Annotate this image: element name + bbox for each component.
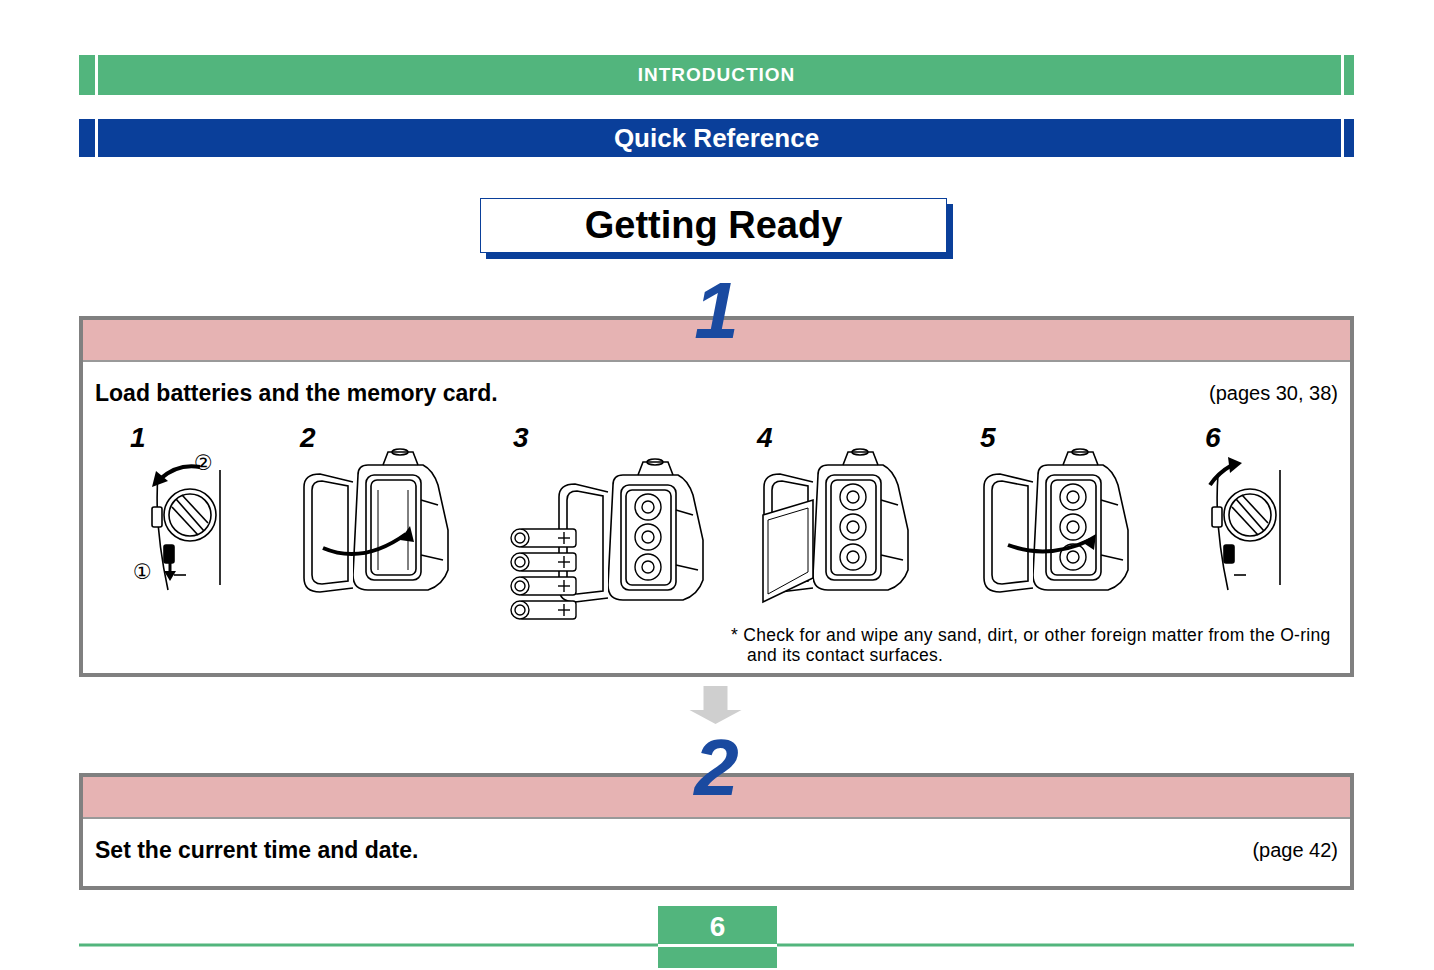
section-band: Quick Reference <box>79 119 1354 157</box>
step-instruction: Set the current time and date. <box>95 837 418 864</box>
camera-close-door <box>984 449 1128 592</box>
band-title: INTRODUCTION <box>79 64 1354 86</box>
band-divider <box>1341 55 1344 95</box>
step-number: 2 <box>83 728 1350 808</box>
footer-stripe <box>658 944 777 947</box>
step-illustrations <box>83 320 1350 673</box>
camera-loading-batteries <box>559 459 703 602</box>
callout-number: ② <box>194 451 213 474</box>
step-label: 2 <box>300 423 316 454</box>
camera-open-door <box>304 449 448 592</box>
footer-rule <box>79 944 1354 947</box>
note-text: * Check for and wipe any sand, dirt, or … <box>731 625 1347 665</box>
band-divider <box>95 55 98 95</box>
page-reference: (pages 30, 38) <box>1209 382 1338 405</box>
aa-batteries <box>511 529 576 619</box>
step-label: 6 <box>1205 423 1221 454</box>
step-panel: 2Set the current time and date.(page 42) <box>79 773 1354 890</box>
heading-box: Getting Ready <box>480 198 947 253</box>
band-divider <box>95 119 98 157</box>
step-panel: 1 Load batteries and the memory card. (pag… <box>79 316 1354 677</box>
step-label: 5 <box>980 423 996 454</box>
dial-figure <box>1210 457 1280 590</box>
dial-figure <box>152 466 220 590</box>
page-reference: (page 42) <box>1252 839 1338 862</box>
camera-memory-card <box>763 449 908 602</box>
section-band: INTRODUCTION <box>79 55 1354 95</box>
step-instruction: Load batteries and the memory card. <box>95 380 498 407</box>
band-divider <box>1341 119 1344 157</box>
step-label: 1 <box>130 423 146 454</box>
page-number-box: 6 <box>658 906 777 968</box>
band-title: Quick Reference <box>79 123 1354 154</box>
page-number: 6 <box>658 911 777 943</box>
step-number: 1 <box>83 271 1350 351</box>
step-label: 4 <box>757 423 773 454</box>
callout-number: ① <box>133 560 152 583</box>
flow-arrow <box>690 686 742 724</box>
step-label: 3 <box>513 423 529 454</box>
heading-text: Getting Ready <box>481 204 946 247</box>
